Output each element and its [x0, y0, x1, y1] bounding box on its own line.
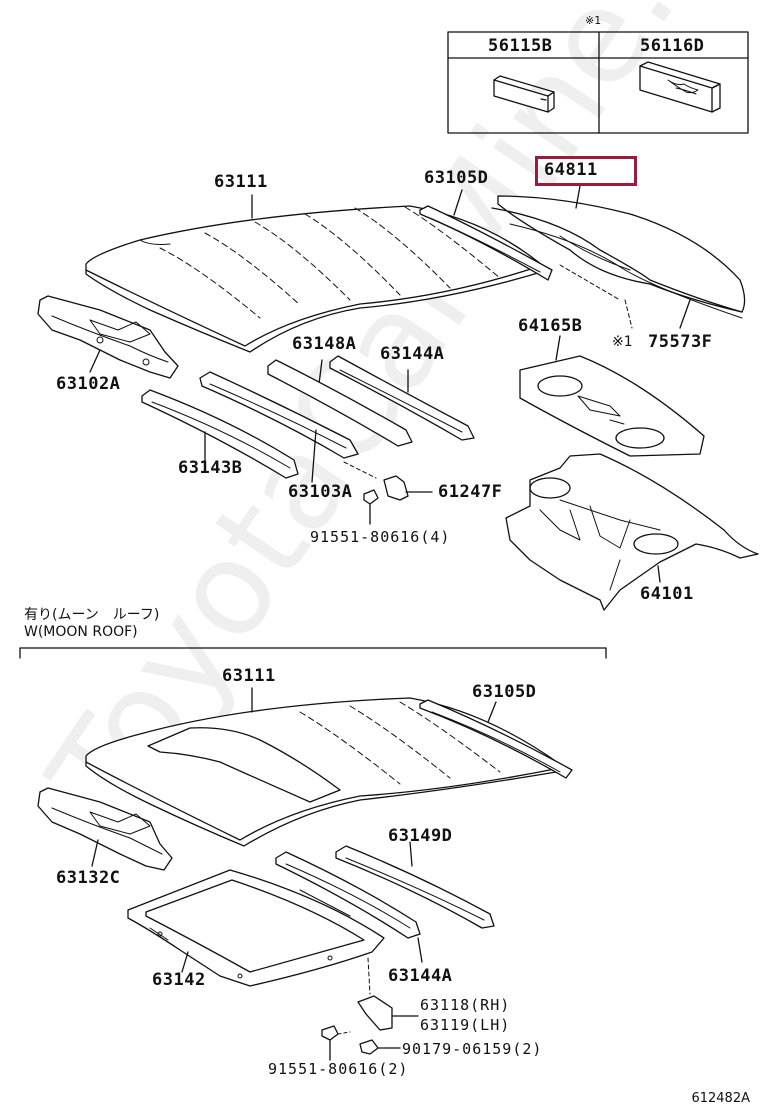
label-91551-bottom: 91551-80616(2): [268, 1060, 409, 1078]
diagram-id: 612482A: [691, 1091, 750, 1106]
label-63111-bottom: 63111: [222, 666, 276, 686]
label-63103a: 63103A: [288, 482, 353, 502]
label-64101: 64101: [640, 584, 694, 604]
bolt-91551-bottom: [321, 1025, 351, 1061]
label-marker-1: ※1: [612, 334, 633, 350]
front-header-63102a: [37, 295, 179, 379]
table-marker: ※1: [585, 14, 602, 27]
nut-90179: [359, 1039, 401, 1055]
label-63105d-bottom: 63105D: [472, 682, 537, 702]
roof-side-rail-top: [419, 189, 553, 281]
roof-side-rail-bottom: [419, 699, 573, 779]
variant-table-grid: [447, 31, 749, 134]
label-90179: 90179-06159(2): [402, 1040, 543, 1058]
roof-bow-63144a-bottom: [275, 851, 423, 963]
rear-panel-64101: [505, 453, 759, 611]
label-63142: 63142: [152, 970, 206, 990]
label-63144a-bottom: 63144A: [388, 966, 453, 986]
label-63119: 63119(LH): [420, 1016, 511, 1034]
label-63149d: 63149D: [388, 826, 453, 846]
bracket-63118-63119: [357, 995, 419, 1031]
roof-bow-63149d: [335, 841, 495, 929]
label-63143b: 63143B: [178, 458, 243, 478]
note-en: W(MOON ROOF): [24, 624, 138, 640]
roof-bow-63143b: [141, 389, 299, 479]
variant-icon-56116d: [639, 61, 721, 113]
roof-bow-63148a: [199, 359, 359, 459]
note-jp: 有り(ムーン ルーフ): [24, 607, 160, 623]
label-61247f: 61247F: [438, 482, 503, 502]
label-63118: 63118(RH): [420, 996, 511, 1014]
clip-61247f: [383, 475, 433, 501]
roof-panel-bottom: [85, 687, 569, 847]
label-63148a: 63148A: [292, 334, 357, 354]
front-header-63132c: [37, 787, 173, 871]
variant-label-1: 56115B: [488, 36, 553, 56]
package-tray-64165b: [519, 335, 705, 457]
variant-label-2: 56116D: [640, 36, 705, 56]
highlight-box: [535, 156, 637, 186]
label-63102a: 63102A: [56, 374, 121, 394]
label-63111-top: 63111: [214, 172, 268, 192]
label-63144a-top: 63144A: [380, 344, 445, 364]
moonroof-bracket: [19, 647, 607, 659]
label-75573f: 75573F: [648, 332, 713, 352]
bolt-91551-top: [363, 489, 379, 525]
sunroof-frame-63142: [127, 869, 385, 987]
roof-panel-top: [85, 194, 549, 353]
label-91551-top: 91551-80616(4): [310, 528, 451, 546]
label-63105d-top: 63105D: [424, 168, 489, 188]
label-64811-highlighted: 64811: [544, 160, 598, 180]
label-63132c: 63132C: [56, 868, 121, 888]
variant-icon-56115b: [493, 75, 555, 113]
roof-bow-63144a-top: [267, 355, 475, 447]
highlighted-part-64811: [491, 185, 746, 319]
label-64165b: 64165B: [518, 316, 583, 336]
